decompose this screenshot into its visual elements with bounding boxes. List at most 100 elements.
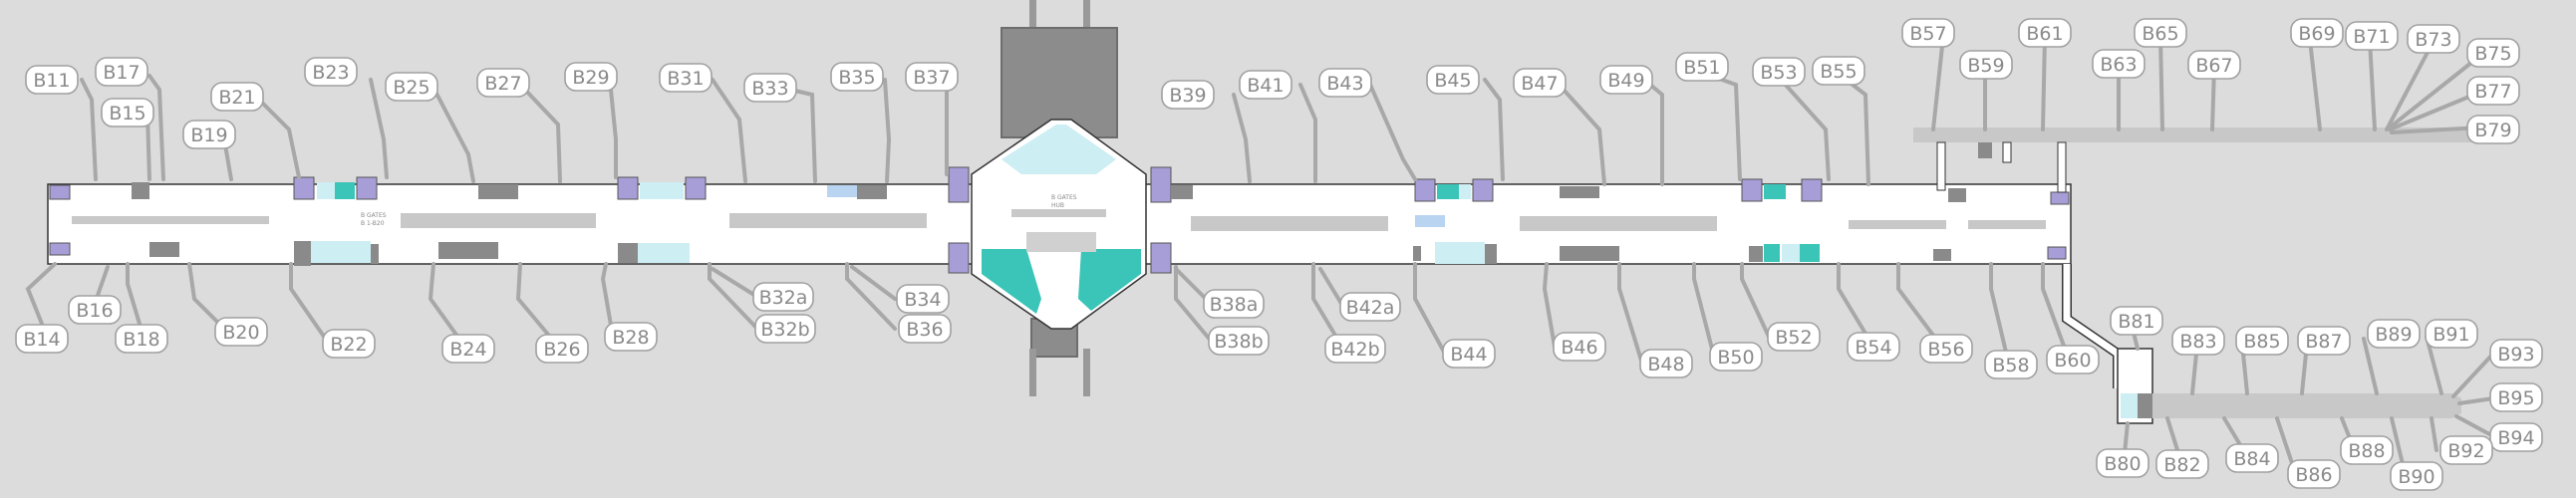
gate-label-B95[interactable]: B95 [2489,382,2543,412]
gate-label-B58[interactable]: B58 [1984,350,2038,379]
gate-label-B23[interactable]: B23 [304,57,358,87]
gate-label-B79[interactable]: B79 [2466,115,2520,144]
gate-label-B75[interactable]: B75 [2466,38,2520,68]
gate-label-B22[interactable]: B22 [322,329,376,359]
leader-B24 [428,262,468,351]
gate-label-B43[interactable]: B43 [1318,68,1372,98]
gate-label-B20[interactable]: B20 [214,317,268,347]
gate-label-B27[interactable]: B27 [476,68,530,98]
gate-label-B21[interactable]: B21 [210,82,264,112]
gate-label-B85[interactable]: B85 [2235,326,2289,356]
gate-label-B81[interactable]: B81 [2110,306,2163,336]
gate-label-text: B47 [1521,73,1558,95]
shop-9 [1782,244,1800,262]
gate-label-B56[interactable]: B56 [1919,334,1973,364]
gate-label-B55[interactable]: B55 [1812,56,1865,86]
gate-label-B59[interactable]: B59 [1959,50,2013,80]
gate-label-B61[interactable]: B61 [2018,18,2072,48]
gate-label-B33[interactable]: B33 [743,73,797,103]
gate-label-B36[interactable]: B36 [898,314,952,344]
gate-label-B16[interactable]: B16 [68,295,122,325]
gate-label-B24[interactable]: B24 [441,334,495,364]
gate-label-B46[interactable]: B46 [1553,332,1606,362]
gate-label-B18[interactable]: B18 [115,324,168,354]
gate-label-B11[interactable]: B11 [25,65,79,95]
gate-label-B51[interactable]: B51 [1675,52,1729,82]
gate-label-B48[interactable]: B48 [1639,349,1693,378]
gate-label-B63[interactable]: B63 [2092,49,2146,79]
walkway-6 [1849,220,1946,229]
gate-label-B92[interactable]: B92 [2439,435,2493,465]
leader-B80 [2123,421,2130,455]
gate-label-B47[interactable]: B47 [1513,68,1567,98]
walkway-4 [1191,216,1388,231]
gate-label-B32a[interactable]: B32a [752,282,814,312]
gate-label-box [385,72,438,102]
gate-label-B17[interactable]: B17 [95,57,148,87]
gate-label-B34[interactable]: B34 [896,284,950,314]
leader-B61 [2041,35,2047,131]
gate-label-B94[interactable]: B94 [2489,422,2543,452]
gate-label-B83[interactable]: B83 [2171,326,2225,356]
gate-label-B52[interactable]: B52 [1767,322,1821,352]
gate-label-B26[interactable]: B26 [535,334,589,364]
gate-label-B37[interactable]: B37 [905,62,959,92]
gate-label-B71[interactable]: B71 [2345,21,2399,51]
gate-label-B41[interactable]: B41 [1239,70,1292,100]
gate-label-B57[interactable]: B57 [1901,18,1955,48]
gate-label-B45[interactable]: B45 [1426,65,1480,95]
gate-label-B15[interactable]: B15 [101,98,154,127]
leader-B89 [2362,337,2379,395]
gate-label-B38a[interactable]: B38a [1203,289,1265,319]
gate-label-box [1318,68,1372,98]
gate-label-box [2439,435,2493,465]
gate-label-box [2425,319,2478,349]
gate-label-B44[interactable]: B44 [1442,339,1496,369]
gate-label-B69[interactable]: B69 [2290,18,2344,48]
gate-label-B90[interactable]: B90 [2390,461,2443,491]
gate-label-B42a[interactable]: B42a [1339,292,1401,322]
gate-label-B50[interactable]: B50 [1709,342,1763,372]
gate-label-B25[interactable]: B25 [385,72,438,102]
gate-label-B65[interactable]: B65 [2134,18,2187,48]
gate-label-B49[interactable]: B49 [1599,65,1653,95]
gate-label-B54[interactable]: B54 [1847,332,1900,362]
gate-label-B35[interactable]: B35 [830,62,884,92]
leader-B42a [1318,267,1345,309]
gate-label-B82[interactable]: B82 [2155,449,2209,479]
gate-label-B19[interactable]: B19 [182,120,236,149]
gate-label-B42b[interactable]: B42b [1324,334,1386,364]
gate-label-B86[interactable]: B86 [2287,459,2341,489]
gate-label-B60[interactable]: B60 [2046,345,2100,374]
gate-label-text: B87 [2305,331,2342,353]
gate-label-B84[interactable]: B84 [2225,443,2279,473]
spur-structure [2138,393,2152,418]
leader-B22 [289,262,331,346]
gate-label-B77[interactable]: B77 [2466,76,2520,106]
gate-label-B93[interactable]: B93 [2489,339,2543,369]
leader-B53 [1772,70,1831,181]
gate-label-text: B71 [2353,26,2390,48]
gate-label-B38b[interactable]: B38b [1208,326,1270,356]
gate-label-text: B84 [2233,448,2270,470]
gate-label-B32b[interactable]: B32b [754,314,816,344]
gate-label-B89[interactable]: B89 [2367,319,2421,349]
gate-label-B28[interactable]: B28 [604,322,658,352]
gate-label-B73[interactable]: B73 [2407,24,2460,54]
gate-label-B39[interactable]: B39 [1161,80,1215,110]
gate-label-B14[interactable]: B14 [15,324,69,354]
structure-7 [618,243,638,263]
gate-label-B91[interactable]: B91 [2425,319,2478,349]
gate-label-B53[interactable]: B53 [1752,57,1806,87]
leader-B25 [431,86,475,183]
gate-label-B29[interactable]: B29 [564,62,618,92]
gate-label-box [1812,56,1865,86]
gate-label-B67[interactable]: B67 [2187,50,2241,80]
leader-B82 [2165,416,2180,455]
leader-B27 [521,86,562,183]
gate-label-B88[interactable]: B88 [2340,435,2394,465]
shop-6 [1459,184,1471,199]
gate-label-B87[interactable]: B87 [2297,326,2351,356]
gate-label-B31[interactable]: B31 [659,63,713,93]
gate-label-B80[interactable]: B80 [2096,448,2149,478]
